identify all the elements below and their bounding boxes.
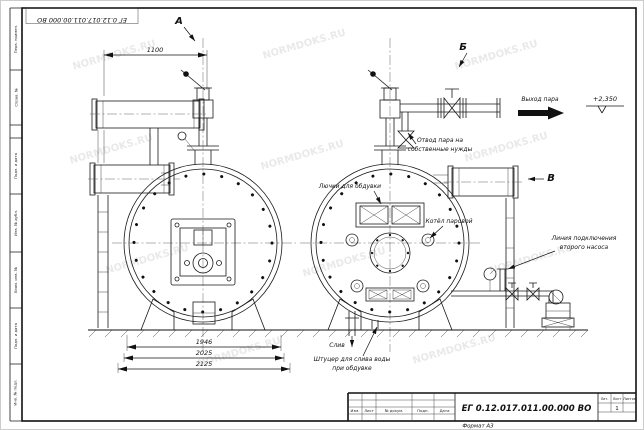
annotation-blow-hatches: Лючки для обдувки [318, 183, 382, 205]
dim-text: 2125 [196, 360, 213, 368]
steam-outlet-label: Выход пара [521, 96, 559, 103]
boiler-shell-front [123, 163, 283, 323]
right-boiler-view [300, 38, 575, 352]
pressure-gauge-icon [177, 131, 187, 141]
feed-pipe [451, 290, 540, 297]
bolt-ring [132, 172, 274, 314]
view-b-letter: Б [459, 42, 467, 53]
boiler-door [170, 218, 236, 286]
blow-hatches-label: Лючки для обдувки [318, 183, 381, 190]
dimension-top-width: 1100 [103, 46, 208, 96]
valve-lever-weight [370, 71, 376, 77]
sheets-label: Листов [623, 397, 636, 401]
drain-fitting-label: Штуцер для слива воды [314, 356, 391, 363]
col-list: Лист [364, 408, 374, 413]
annotation-steam-outlet: Выход пара [518, 96, 564, 120]
valve [508, 282, 516, 288]
boiler-label: Котёл паровой [425, 218, 472, 225]
pump-foundation [541, 317, 575, 328]
margin-label: Инв. № подл. [13, 379, 18, 405]
sheet-label: Лист [613, 397, 622, 401]
valve-lever-weight [183, 71, 189, 77]
bolt-ring [319, 172, 461, 314]
annotation-drain: Слив [329, 336, 355, 349]
annotation-elevation: +2,350 [586, 95, 624, 114]
valve [529, 282, 537, 288]
lit-label: Лит. [601, 397, 609, 401]
margin-label: Подп. и дата [13, 323, 18, 349]
drain-label: Слив [329, 342, 345, 349]
corner-doc-number: ЕГ 0.12.017.011.00.000 ВО [37, 16, 127, 24]
dimension-support-span: 1946 [126, 335, 282, 351]
own-needs-label: Отвод пара на [417, 137, 463, 144]
margin-column: Перв. примен. Справ. № Подп. и дата Инв.… [13, 25, 19, 406]
margin-label: Взам. инв. № [13, 267, 18, 293]
pump-motor [548, 289, 564, 305]
dimension-shell-width: 2025 [123, 349, 285, 362]
pump-line-label: второго насоса [560, 244, 609, 251]
dimension-base-width: 2125 [117, 360, 291, 373]
drain-pipe [345, 311, 359, 336]
drain-fitting-label: при обдувке [332, 365, 372, 372]
pressure-gauge-icon [483, 267, 497, 281]
corner-stamp: ЕГ 0.12.017.011.00.000 ВО [25, 7, 139, 24]
doc-number: ЕГ 0.12.017.011.00.000 ВО [462, 404, 592, 414]
own-needs-label: собственные нужды [408, 146, 473, 153]
steam-outlet-pipe [400, 103, 500, 113]
margin-label: Подп. и дата [13, 153, 18, 179]
dim-text: 2025 [196, 349, 213, 357]
col-doc: № докум. [385, 408, 404, 413]
format-note: Формат А3 [462, 424, 494, 430]
boiler-shell-rear [310, 163, 470, 323]
manhole [369, 232, 411, 274]
blow-hatch-panel [355, 202, 425, 228]
ground-line [88, 329, 589, 338]
col-date: Дата [440, 408, 450, 413]
own-needs-branch [401, 112, 409, 131]
pump-line-label: Линия подключения [551, 235, 617, 242]
flow-arrow-icon [518, 106, 564, 120]
dim-text: 1946 [196, 338, 213, 346]
view-a-letter: А [174, 16, 183, 27]
margin-label: Инв. № дубл. [13, 210, 18, 236]
dim-text: 1100 [147, 46, 164, 54]
drum-stand [97, 195, 109, 328]
left-boiler-view [88, 38, 296, 352]
annotation-own-needs: Отвод пара на собственные нужды [408, 132, 473, 153]
elevation-text: +2,350 [593, 95, 617, 103]
view-label-v: В [528, 173, 555, 184]
burner-port [192, 252, 214, 274]
level-mark-icon [586, 105, 624, 114]
margin-label: Перв. примен. [13, 25, 18, 54]
view-label-b: Б [458, 42, 468, 68]
annotation-drain-fitting: Штуцер для слива воды при обдувке [314, 326, 391, 372]
gate-valve [445, 88, 459, 98]
title-block: Изм. Лист № докум. Подп. Дата ЕГ 0.12.01… [347, 392, 636, 421]
second-pump-tee [497, 268, 508, 291]
view-v-letter: В [547, 173, 555, 184]
col-sign: Подп. [417, 408, 429, 413]
col-izm: Изм. [351, 408, 360, 413]
annotation-boiler: Котёл паровой [425, 218, 473, 239]
drum-stand [505, 198, 515, 328]
upper-drum [95, 100, 201, 129]
annotation-pump-line: Линия подключения второго насоса [507, 235, 617, 270]
view-label-a: А [174, 16, 196, 42]
drawing-frame [9, 7, 637, 422]
margin-label: Справ. № [14, 88, 19, 107]
sheet-value: 1 [615, 406, 619, 412]
